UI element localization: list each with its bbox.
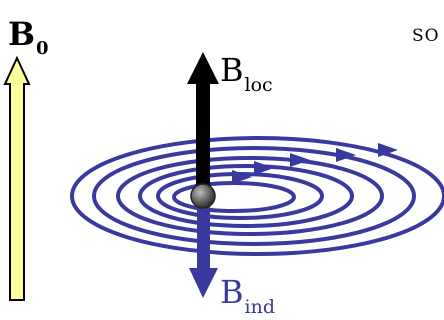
current-loop-1 (70, 136, 444, 256)
bloc-arrow (187, 52, 219, 190)
loop-direction-arrows (232, 143, 398, 184)
b0-label-main: B (8, 15, 36, 53)
b0-label-sub: 0 (36, 38, 49, 59)
bloc-label-main: B (220, 51, 244, 89)
loop-arrowhead-3 (290, 153, 310, 167)
b0-label: B0 (8, 15, 49, 58)
loop-arrowhead-2 (336, 148, 356, 162)
bloc-label-sub: loc (244, 74, 273, 96)
bind-label: Bind (220, 273, 275, 317)
current-loop-3 (116, 156, 384, 236)
b0-arrow (3, 55, 31, 301)
cut-off-text: SO (412, 26, 440, 46)
current-loop-2 (92, 146, 416, 246)
loop-arrowhead-4 (254, 161, 274, 175)
loop-arrowhead-1 (378, 143, 398, 157)
bind-label-sub: ind (244, 296, 275, 318)
bind-label-main: B (220, 273, 244, 311)
current-loops (70, 136, 444, 256)
current-loop-4 (138, 164, 354, 228)
nucleus (190, 183, 216, 209)
loop-arrowhead-5 (232, 170, 252, 184)
bind-arrow (189, 204, 218, 298)
bloc-label: Bloc (220, 51, 273, 95)
